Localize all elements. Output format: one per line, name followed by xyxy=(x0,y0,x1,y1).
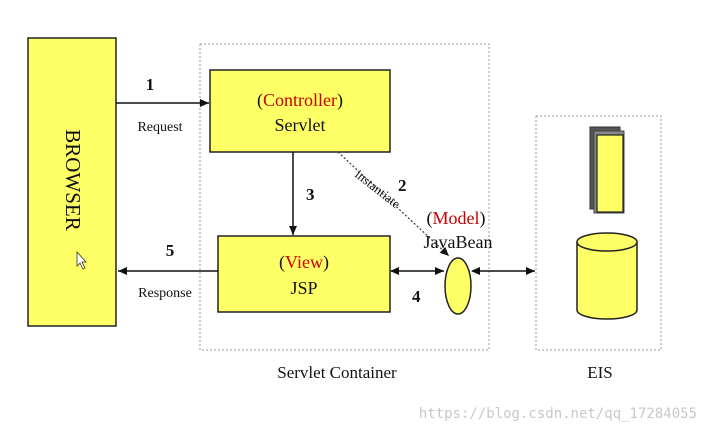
step-2-label: 2 xyxy=(398,176,407,195)
eis-doc-front xyxy=(596,134,624,213)
step-4-label: 4 xyxy=(412,287,421,306)
watermark: https://blog.csdn.net/qq_17284055 xyxy=(419,406,697,422)
model-role: (Model) xyxy=(427,208,486,229)
view-box xyxy=(217,235,391,313)
controller-box xyxy=(209,69,391,153)
javabean-ellipse xyxy=(444,257,472,315)
instantiate-label: instantiate xyxy=(352,167,404,212)
browser-box xyxy=(27,37,117,327)
view-role: (View) xyxy=(279,252,329,273)
servlet-container-boundary xyxy=(199,43,490,351)
eis-boundary xyxy=(535,115,662,351)
view-name: JSP xyxy=(290,278,317,298)
step-5-label: 5 xyxy=(166,241,175,260)
model-name: JavaBean xyxy=(424,232,493,252)
instantiate-arrow xyxy=(337,151,450,257)
controller-name: Servlet xyxy=(275,115,326,135)
database-icon xyxy=(576,232,638,320)
step-3-label: 3 xyxy=(306,185,315,204)
cursor-icon xyxy=(76,250,87,270)
response-label: Response xyxy=(138,286,192,301)
request-label: Request xyxy=(137,120,182,135)
browser-label: BROWSER xyxy=(61,129,85,231)
controller-role: (Controller) xyxy=(257,90,343,111)
eis-label: EIS xyxy=(587,363,613,382)
servlet-container-label: Servlet Container xyxy=(277,363,397,382)
step-1-label: 1 xyxy=(146,75,155,94)
